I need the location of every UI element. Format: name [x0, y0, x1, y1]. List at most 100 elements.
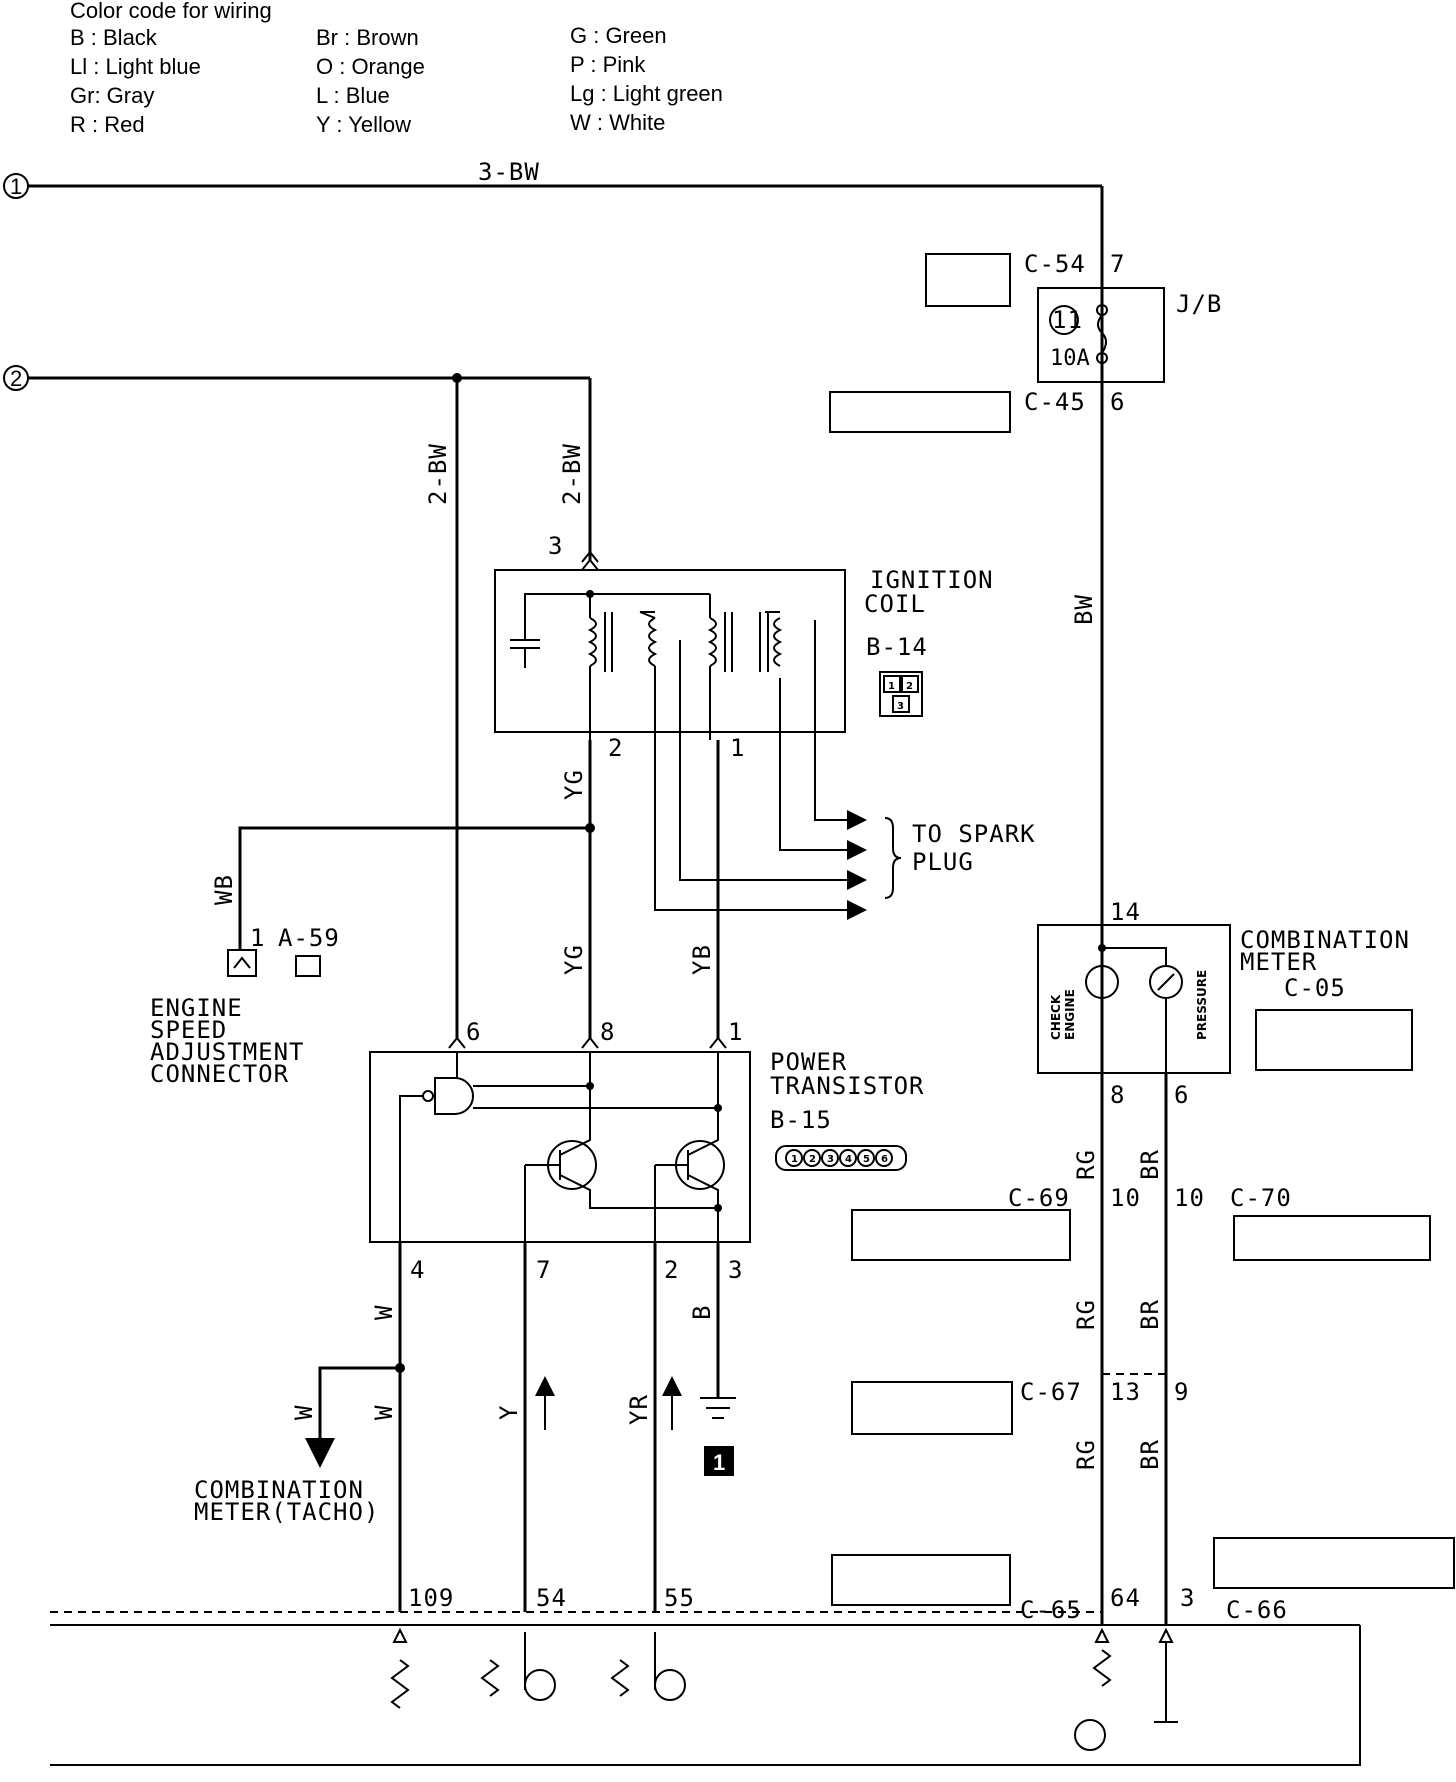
svg-text:PLUG: PLUG — [912, 848, 974, 876]
svg-text:C-69: C-69 — [1008, 1184, 1070, 1212]
ecu-box — [50, 1625, 1361, 1766]
ground-symbol: 1 — [700, 1397, 736, 1476]
svg-text:Y : Yellow: Y : Yellow — [316, 112, 411, 137]
svg-text:6: 6 — [881, 1154, 888, 1165]
svg-text:B-14: B-14 — [866, 633, 928, 661]
svg-text:10: 10 — [1110, 1184, 1141, 1212]
connector-c69: C-69 10 — [851, 1184, 1141, 1261]
svg-text:3: 3 — [1180, 1584, 1195, 1612]
svg-text:8: 8 — [1110, 1081, 1125, 1109]
svg-text:7: 7 — [536, 1256, 551, 1284]
tacho-label: COMBINATION METER(TACHO) — [194, 1476, 379, 1526]
svg-text:4: 4 — [845, 1154, 852, 1165]
svg-text:CONNECTOR: CONNECTOR — [150, 1060, 289, 1088]
svg-text:R : Red: R : Red — [70, 112, 145, 137]
svg-text:C-66: C-66 — [1226, 1596, 1288, 1624]
legend-title: Color code for wiring — [70, 0, 272, 23]
svg-text:RG: RG — [1072, 1299, 1100, 1330]
svg-text:C-05: C-05 — [1284, 974, 1346, 1002]
svg-text:SPEED: SPEED — [150, 1016, 227, 1044]
power-transistor: POWER TRANSISTOR B-15 6 8 1 4 7 — [369, 1018, 924, 1284]
svg-text:1: 1 — [728, 1018, 743, 1046]
svg-text:COMBINATION: COMBINATION — [1240, 926, 1410, 954]
svg-text:1: 1 — [888, 681, 895, 692]
svg-text:METER(TACHO): METER(TACHO) — [194, 1498, 379, 1526]
connector-b15: 1 2 3 4 5 6 — [775, 1145, 907, 1171]
svg-text:C-65: C-65 — [1020, 1596, 1082, 1624]
svg-text:BR: BR — [1136, 1299, 1164, 1330]
svg-text:B-15: B-15 — [770, 1106, 832, 1134]
svg-text:1: 1 — [791, 1154, 798, 1165]
svg-text:C-54: C-54 — [1024, 250, 1086, 278]
svg-text:ENGINE: ENGINE — [1063, 989, 1077, 1040]
svg-text:1: 1 — [250, 924, 265, 952]
svg-text:55: 55 — [664, 1584, 695, 1612]
svg-text:ADJUSTMENT: ADJUSTMENT — [150, 1038, 305, 1066]
svg-text:14: 14 — [1110, 898, 1141, 926]
svg-text:C-45: C-45 — [1024, 388, 1086, 416]
svg-text:6: 6 — [1174, 1081, 1189, 1109]
connector-c70: C-70 10 — [1174, 1184, 1431, 1261]
svg-text:2: 2 — [809, 1154, 816, 1165]
wire-wb — [238, 826, 590, 950]
svg-text:BR: BR — [1136, 1149, 1164, 1180]
ecu-connectors: C-65 C-66 — [831, 1537, 1455, 1624]
svg-text:PRESSURE: PRESSURE — [1195, 970, 1209, 1040]
connector-c05 — [1255, 1009, 1413, 1071]
connector-c67: C-67 13 9 — [851, 1378, 1189, 1435]
svg-text:G : Green: G : Green — [570, 23, 667, 48]
svg-text:YB: YB — [688, 944, 716, 975]
svg-text:CHECK: CHECK — [1049, 994, 1063, 1040]
color-legend: Color code for wiring B : Black Ll : Lig… — [70, 0, 723, 137]
svg-text:ENGINE: ENGINE — [150, 994, 243, 1022]
svg-text:1: 1 — [730, 734, 745, 762]
svg-text:COMBINATION: COMBINATION — [194, 1476, 364, 1504]
svg-text:2: 2 — [664, 1256, 679, 1284]
svg-text:Gr: Gray: Gr: Gray — [70, 83, 154, 108]
svg-text:IGNITION: IGNITION — [870, 566, 994, 594]
svg-text:METER: METER — [1240, 948, 1317, 976]
svg-text:10A: 10A — [1050, 346, 1090, 371]
svg-text:1: 1 — [10, 174, 22, 199]
svg-text:W : White: W : White — [570, 110, 665, 135]
svg-text:6: 6 — [466, 1018, 481, 1046]
svg-text:W: W — [370, 1305, 398, 1320]
connector-c54: C-54 7 — [925, 250, 1124, 307]
svg-text:9: 9 — [1174, 1378, 1189, 1406]
svg-text:Ll : Light blue: Ll : Light blue — [70, 54, 201, 79]
svg-text:YG: YG — [560, 944, 588, 975]
svg-text:O : Orange: O : Orange — [316, 54, 425, 79]
svg-text:10: 10 — [1174, 1184, 1205, 1212]
svg-text:13: 13 — [1110, 1378, 1141, 1406]
ecu-internals — [390, 1627, 1178, 1751]
svg-text:POWER: POWER — [770, 1048, 847, 1076]
svg-text:W: W — [290, 1405, 318, 1420]
svg-text:L : Blue: L : Blue — [316, 83, 390, 108]
svg-text:B: B — [688, 1305, 716, 1320]
svg-text:54: 54 — [536, 1584, 567, 1612]
svg-text:BW: BW — [1070, 594, 1098, 625]
svg-text:3: 3 — [728, 1256, 743, 1284]
combination-meter: 14 COMBINATION METER C-05 CHECK ENGINE P… — [1037, 898, 1410, 1109]
svg-text:A-59: A-59 — [278, 924, 340, 952]
svg-text:B : Black: B : Black — [70, 25, 158, 50]
svg-text:3: 3 — [897, 701, 904, 712]
ref-1: 1 — [3, 173, 29, 199]
svg-text:RG: RG — [1072, 1149, 1100, 1180]
svg-text:11: 11 — [1052, 306, 1083, 334]
svg-text:1: 1 — [713, 1450, 725, 1475]
svg-text:TO SPARK: TO SPARK — [912, 820, 1036, 848]
svg-text:2: 2 — [608, 734, 623, 762]
ignition-coil: IGNITION COIL 3 2 1 — [494, 532, 994, 762]
svg-text:2: 2 — [10, 366, 22, 391]
connector-c45: C-45 6 — [829, 388, 1125, 433]
svg-text:W: W — [370, 1405, 398, 1420]
svg-text:6: 6 — [1110, 388, 1125, 416]
svg-text:Br : Brown: Br : Brown — [316, 25, 419, 50]
svg-text:3: 3 — [548, 532, 563, 560]
svg-text:109: 109 — [408, 1584, 454, 1612]
svg-text:3: 3 — [827, 1154, 834, 1165]
svg-text:8: 8 — [600, 1018, 615, 1046]
svg-text:YR: YR — [625, 1394, 653, 1425]
